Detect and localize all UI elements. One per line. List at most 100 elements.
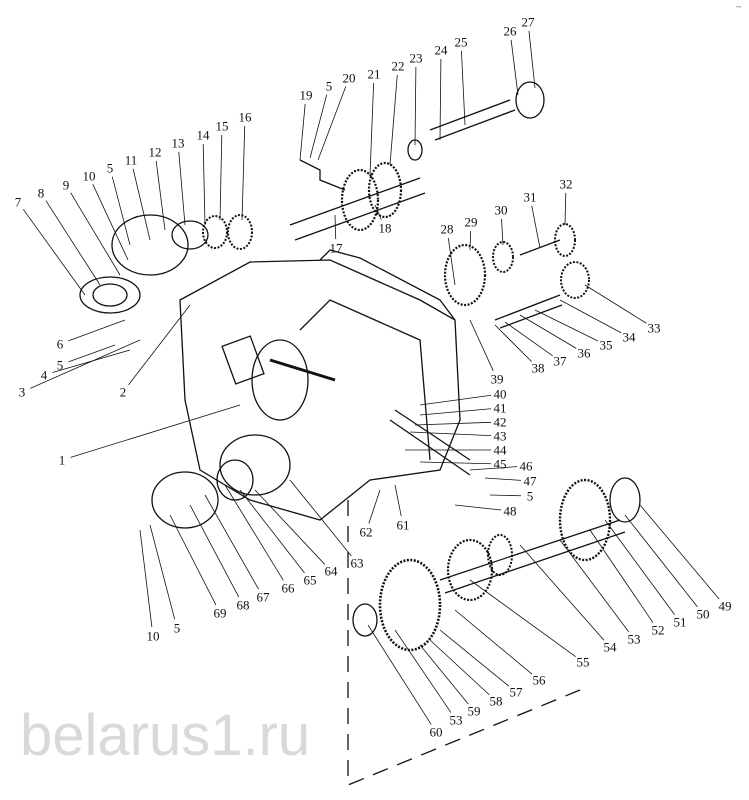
part-label-51: 51 xyxy=(673,614,687,630)
part-label-15: 15 xyxy=(215,118,229,134)
part-label-9: 9 xyxy=(62,177,70,193)
leader-line-5 xyxy=(68,344,116,363)
part-label-59: 59 xyxy=(467,703,481,719)
part-label-47: 47 xyxy=(523,473,537,489)
part-label-30: 30 xyxy=(494,202,508,218)
leader-line-62 xyxy=(368,489,381,524)
leader-line-19 xyxy=(299,103,306,161)
leader-line-35 xyxy=(534,309,599,342)
part-label-5: 5 xyxy=(526,488,534,504)
part-label-41: 41 xyxy=(493,400,507,416)
leader-line-31 xyxy=(531,205,541,249)
leader-line-47 xyxy=(484,477,522,481)
watermark: belarus1.ru xyxy=(20,703,310,768)
part-label-55: 55 xyxy=(576,654,590,670)
leader-line-41 xyxy=(419,408,492,416)
part-label-62: 62 xyxy=(359,524,373,540)
leader-line-14 xyxy=(202,143,206,226)
part-label-2: 2 xyxy=(119,384,127,400)
leader-line-37 xyxy=(504,321,553,357)
leader-line-40 xyxy=(419,394,492,406)
part-label-53: 53 xyxy=(449,712,463,728)
leader-line-25 xyxy=(461,50,466,126)
leader-line-53 xyxy=(394,629,452,713)
leader-line-56 xyxy=(454,609,533,675)
leader-line-12 xyxy=(155,160,166,231)
part-label-33: 33 xyxy=(647,320,661,336)
part-label-8: 8 xyxy=(37,185,45,201)
leader-line-18 xyxy=(374,204,382,220)
leader-line-46 xyxy=(469,466,518,471)
corner-mark: ~ xyxy=(736,2,741,12)
leader-line-20 xyxy=(317,86,347,161)
leader-line-60 xyxy=(367,624,432,725)
part-label-36: 36 xyxy=(577,345,591,361)
leader-line-5 xyxy=(111,176,131,246)
leader-line-26 xyxy=(510,39,519,96)
leader-line-50 xyxy=(624,514,698,608)
part-label-43: 43 xyxy=(493,428,507,444)
leader-line-15 xyxy=(219,134,223,221)
leader-line-36 xyxy=(519,314,577,349)
part-label-57: 57 xyxy=(509,684,523,700)
gearbox-housing xyxy=(179,259,461,521)
leader-line-3 xyxy=(30,339,141,389)
leader-line-24 xyxy=(439,58,442,141)
part-label-50: 50 xyxy=(696,606,710,622)
leader-line-63 xyxy=(289,479,352,557)
part-label-31: 31 xyxy=(523,189,537,205)
part-label-40: 40 xyxy=(493,386,507,402)
leader-line-57 xyxy=(439,629,510,687)
part-label-11: 11 xyxy=(124,152,138,168)
part-label-54: 54 xyxy=(603,639,617,655)
part-label-49: 49 xyxy=(718,598,732,614)
leader-line-39 xyxy=(469,319,494,371)
part-label-16: 16 xyxy=(238,109,252,125)
leader-line-7 xyxy=(22,209,86,296)
part-label-38: 38 xyxy=(531,360,545,376)
leader-line-23 xyxy=(414,66,417,146)
leader-line-58 xyxy=(429,639,490,696)
part-label-5: 5 xyxy=(56,357,64,373)
part-label-3: 3 xyxy=(18,384,26,400)
leader-line-13 xyxy=(178,151,186,226)
leader-line-54 xyxy=(519,544,605,641)
leader-line-52 xyxy=(589,529,654,623)
leader-line-6 xyxy=(68,319,126,342)
leader-line-61 xyxy=(394,484,402,517)
part-label-7: 7 xyxy=(14,194,22,210)
front-cover xyxy=(111,214,189,276)
part-label-53: 53 xyxy=(627,631,641,647)
leader-line-10 xyxy=(139,529,153,628)
leader-line-5 xyxy=(149,524,176,620)
part-label-10: 10 xyxy=(82,168,96,184)
part-label-19: 19 xyxy=(299,87,313,103)
part-label-29: 29 xyxy=(464,214,478,230)
leader-line-17 xyxy=(334,214,337,240)
leader-line-10 xyxy=(92,183,129,261)
part-label-24: 24 xyxy=(434,42,448,58)
part-label-21: 21 xyxy=(367,66,381,82)
leader-line-33 xyxy=(584,284,647,324)
part-label-20: 20 xyxy=(342,70,356,86)
leader-line-27 xyxy=(528,30,536,89)
leader-line-65 xyxy=(239,489,305,574)
leader-line-28 xyxy=(447,237,456,286)
leader-line-9 xyxy=(70,192,121,276)
part-label-63: 63 xyxy=(350,555,364,571)
part-label-67: 67 xyxy=(256,589,270,605)
part-label-26: 26 xyxy=(503,23,517,39)
leader-line-16 xyxy=(241,125,246,221)
leader-line-64 xyxy=(254,489,326,565)
part-label-10: 10 xyxy=(146,628,160,644)
part-label-46: 46 xyxy=(519,458,533,474)
leader-line-30 xyxy=(501,218,504,246)
part-label-18: 18 xyxy=(378,220,392,236)
leader-line-48 xyxy=(454,504,502,511)
part-label-22: 22 xyxy=(391,58,405,74)
leader-line-8 xyxy=(45,200,101,286)
part-label-35: 35 xyxy=(599,337,613,353)
leader-line-69 xyxy=(169,514,217,606)
part-label-32: 32 xyxy=(559,176,573,192)
